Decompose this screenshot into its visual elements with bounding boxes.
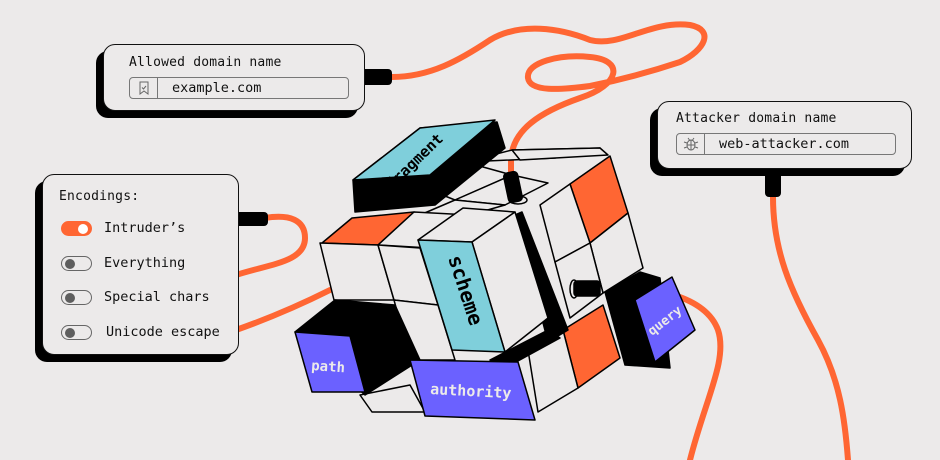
allowed-panel-jack [364, 69, 392, 85]
encoding-option-unicode-escape[interactable]: Unicode escape [61, 324, 220, 340]
encoding-option-label: Special chars [104, 289, 210, 305]
fragment-piece-top [352, 119, 496, 181]
attacker-domain-value: web-attacker.com [719, 136, 850, 152]
query-piece-front [634, 276, 696, 363]
attacker-domain-field[interactable]: web-attacker.com [676, 133, 896, 155]
encoding-option-intruders[interactable]: Intruder’s [61, 220, 185, 236]
label-path: path [311, 358, 346, 376]
allowed-domain-field[interactable]: example.com [129, 77, 349, 99]
path-piece-front [294, 331, 366, 393]
encoding-option-label: Intruder’s [104, 220, 186, 236]
cube-tile [511, 147, 609, 161]
toggle-knob [65, 258, 75, 269]
encodings-panel-jack [238, 212, 268, 226]
allowed-domain-title: Allowed domain name [129, 55, 282, 70]
attacker-domain-panel: Attacker domain name web-attacker.com [657, 101, 912, 169]
toggle-switch[interactable] [61, 289, 92, 305]
bug-icon [677, 134, 705, 154]
toggle-knob [65, 327, 75, 338]
scheme-piece-front [417, 239, 506, 353]
attacker-domain-title: Attacker domain name [676, 111, 837, 126]
encoding-option-label: Unicode escape [106, 324, 220, 340]
cable-allowed-to-cube [389, 21, 708, 178]
authority-piece [409, 359, 536, 421]
encodings-panel: Encodings: Intruder’s Everything Special… [42, 174, 239, 355]
allowed-domain-value: example.com [172, 80, 262, 96]
toggle-switch[interactable] [61, 255, 92, 271]
cable-attacker-down [770, 194, 851, 460]
top-socket-plug [503, 170, 523, 204]
cable-encodings-lower [233, 287, 333, 333]
toggle-knob [65, 292, 75, 303]
toggle-switch[interactable] [61, 220, 92, 236]
attacker-panel-jack [765, 170, 781, 197]
cable-encodings-to-cube [233, 213, 309, 278]
allowed-domain-panel: Allowed domain name example.com [103, 44, 365, 111]
encoding-option-label: Everything [104, 255, 186, 271]
encoding-option-special-chars[interactable]: Special chars [61, 289, 210, 305]
query-socket-plug [573, 280, 601, 297]
rubiks-cube [294, 119, 696, 421]
toggle-switch[interactable] [61, 324, 92, 340]
encodings-title: Encodings: [59, 189, 140, 204]
toggle-knob [78, 223, 88, 234]
encoding-option-everything[interactable]: Everything [61, 255, 185, 271]
bookmark-check-icon [130, 78, 158, 98]
label-authority: authority [430, 380, 512, 402]
